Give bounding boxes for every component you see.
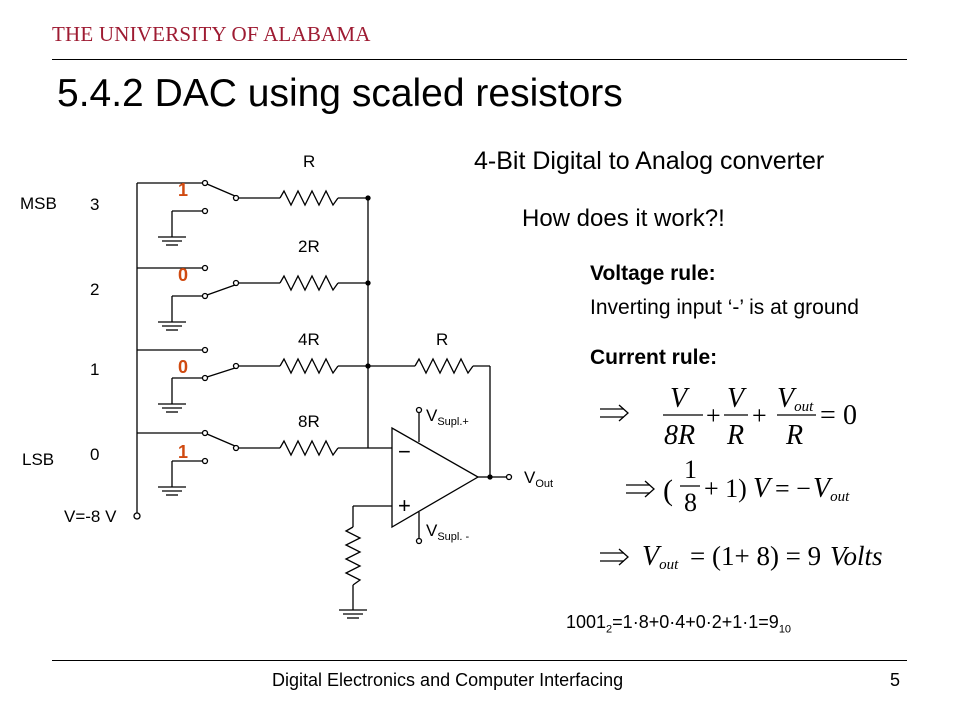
supply-plus-label: VSupl.+ (426, 406, 469, 428)
bit3-switch-blade (206, 183, 236, 197)
implies-icon-1 (600, 404, 629, 422)
slide-title: 5.4.2 DAC using scaled resistors (57, 72, 623, 115)
resistor-8R-zigzag (279, 439, 339, 457)
eq1-equals: = (820, 400, 836, 431)
switch-state-bit0: 1 (178, 442, 188, 462)
page-number: 5 (890, 670, 901, 690)
voltage-rule-text: Inverting input ‘-’ is at ground (590, 296, 859, 319)
supply-terminal (133, 512, 141, 520)
feedback-resistor-label: R (436, 330, 448, 349)
opamp-minus-sign: − (398, 439, 411, 464)
supply-minus-label: VSupl. - (426, 521, 469, 543)
supply-voltage-label: V=-8 V (64, 507, 117, 526)
eq2-frac-num: 1 (684, 455, 697, 484)
switch-state-bit1: 0 (178, 357, 188, 377)
question-text: How does it work?! (522, 205, 725, 232)
eq2-open-paren: ( (663, 474, 673, 507)
eq2-plus-one: + 1) (704, 474, 747, 503)
eq2-equals-minus: = − (775, 474, 811, 503)
opamp-triangle (391, 426, 480, 529)
eq1-num-1: V (670, 383, 690, 414)
header-divider (52, 59, 907, 60)
eq1-den-1: 8R (664, 420, 695, 451)
bit-number-3: 3 (90, 195, 99, 214)
feedback-resistor-zigzag (414, 357, 474, 375)
bit-number-2: 2 (90, 280, 99, 299)
resistor-label-R: R (303, 152, 315, 171)
switch-state-bit3: 1 (178, 180, 188, 200)
current-rule-heading: Current rule: (590, 346, 718, 369)
eq1-rhs: 0 (843, 400, 857, 431)
implies-icon-3 (600, 548, 629, 566)
eq3-unit: Volts (830, 541, 883, 571)
university-logo-text: THE UNIVERSITY OF ALABAMA (52, 22, 371, 46)
output-label: VOut (524, 468, 553, 490)
eq1-den-3: R (785, 420, 803, 451)
bit-number-1: 1 (90, 360, 99, 379)
switch-state-bit2: 0 (178, 265, 188, 285)
eq1-num-2: V (727, 383, 747, 414)
binary-conversion: 10012=1·8+0·4+0·2+1·1=910 (566, 612, 792, 636)
eq1-plus-1: + (706, 401, 721, 430)
lsb-label: LSB (22, 450, 54, 469)
resistor-4R-zigzag (279, 357, 339, 375)
eq2-rhs: Vout (813, 473, 850, 505)
implies-icon-2 (626, 480, 655, 498)
eq3-expression: = (1+ 8) = 9 (690, 541, 821, 571)
resistor-R-zigzag (279, 189, 339, 207)
msb-label: MSB (20, 194, 57, 213)
voltage-rule-heading: Voltage rule: (590, 262, 716, 285)
eq1-num-3: Vout (777, 383, 814, 415)
resistor-label-4R: 4R (298, 330, 320, 349)
bit2-switch-blade (206, 284, 236, 296)
eq2-frac-den: 8 (684, 488, 697, 517)
eq1-plus-2: + (752, 401, 767, 430)
opamp-plus-sign: + (398, 493, 411, 518)
bit0-switch-blade (206, 433, 236, 447)
subtitle: 4-Bit Digital to Analog converter (474, 147, 825, 175)
resistor-label-8R: 8R (298, 412, 320, 431)
bit1-switch-blade (206, 367, 236, 378)
eq2-v: V (753, 473, 773, 504)
bit-number-0: 0 (90, 445, 99, 464)
eq3-lhs: Vout (642, 541, 679, 573)
resistor-2R-zigzag (279, 274, 339, 292)
footer-course-title: Digital Electronics and Computer Interfa… (272, 670, 624, 690)
eq1-den-2: R (726, 420, 744, 451)
ground-resistor-zigzag (344, 526, 362, 586)
resistor-label-2R: 2R (298, 237, 320, 256)
footer-divider (52, 660, 907, 661)
output-terminal (505, 473, 513, 481)
